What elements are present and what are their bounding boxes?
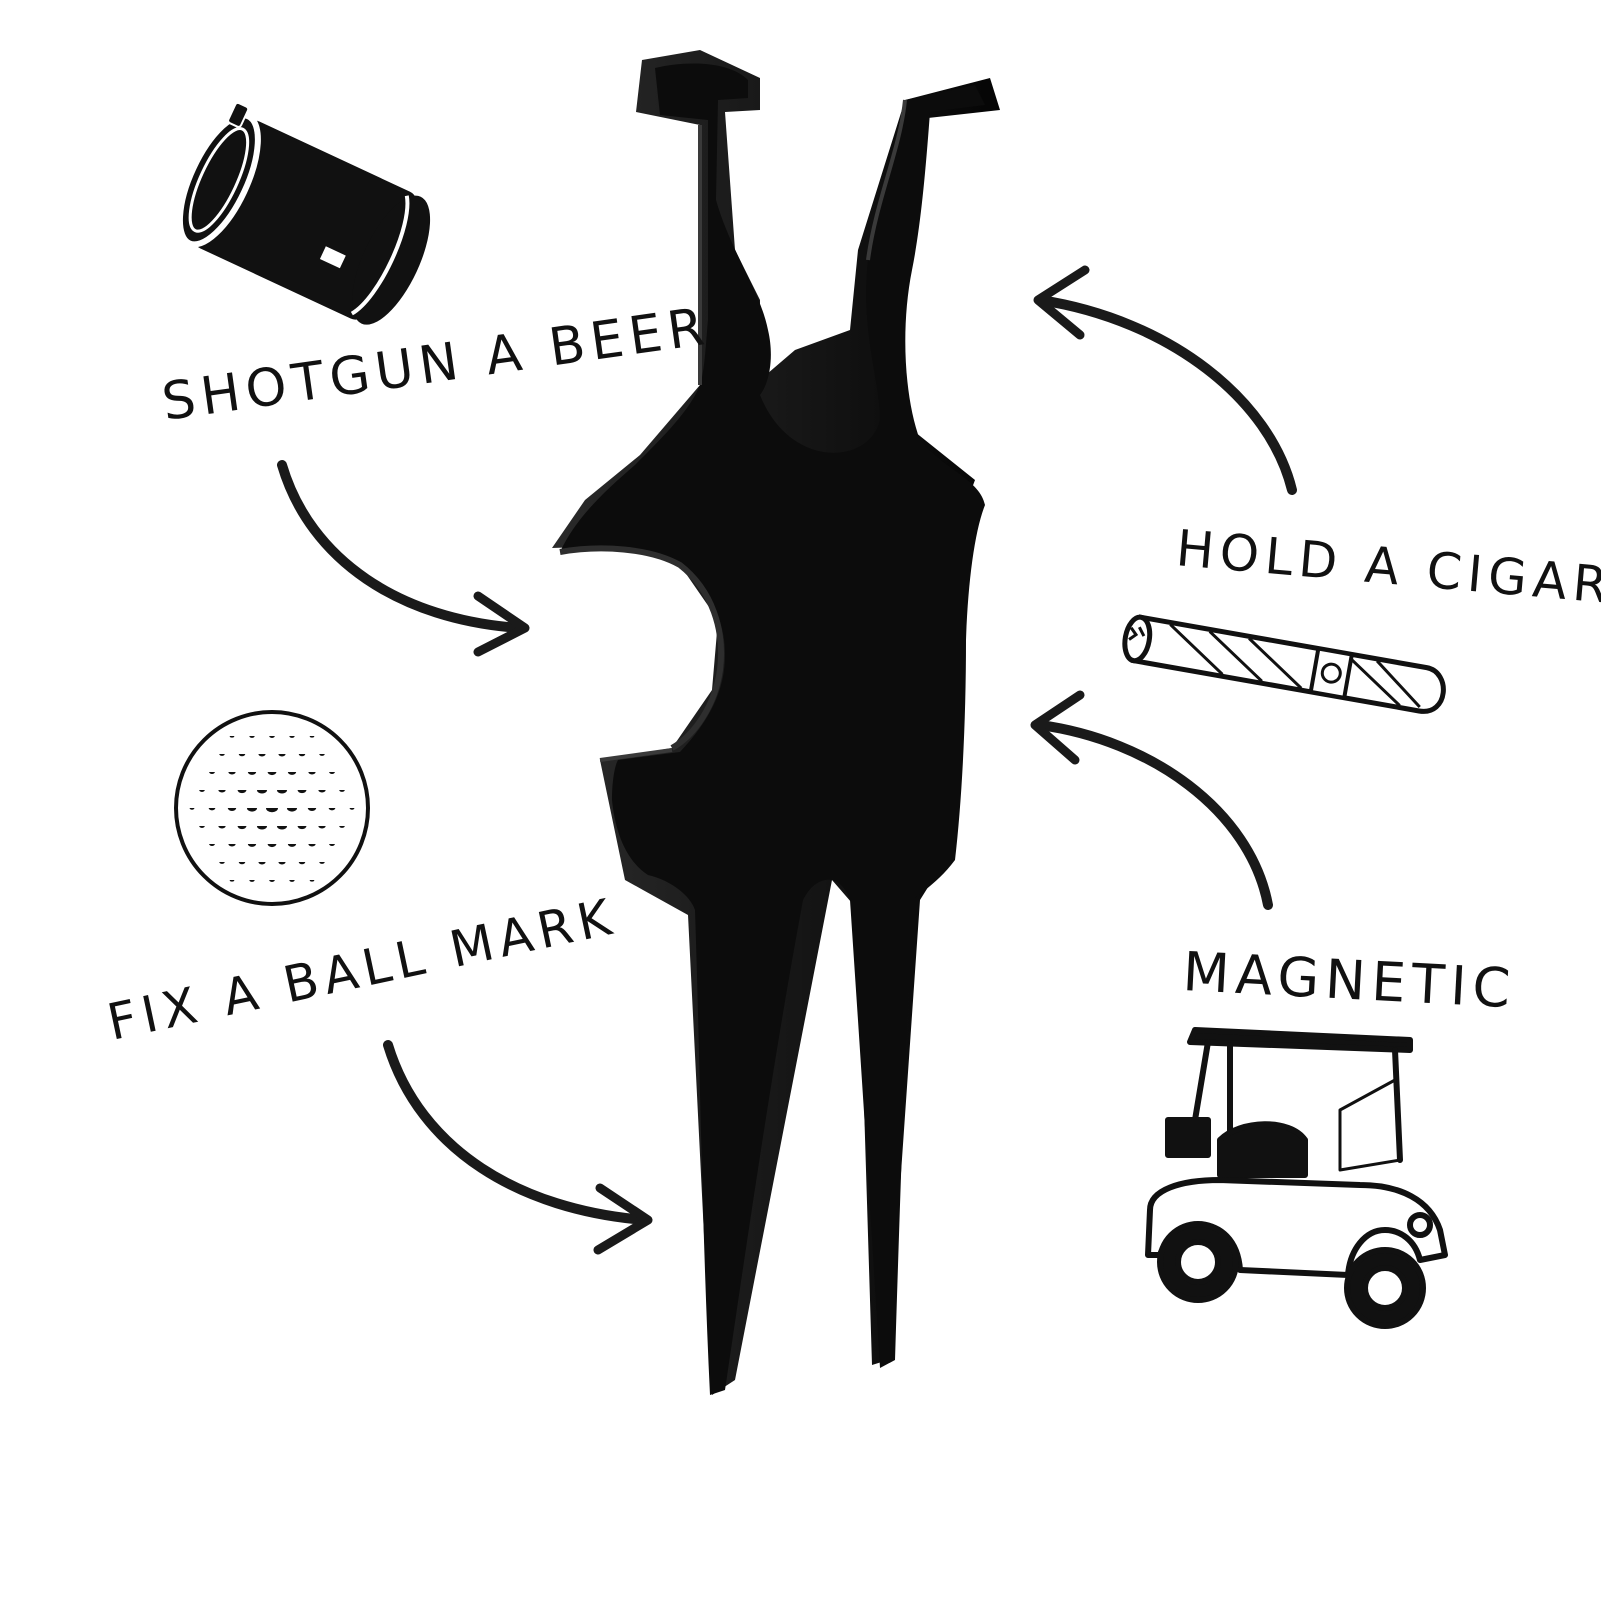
golf-ball-dimple	[328, 808, 336, 811]
cigar-icon	[1122, 614, 1446, 714]
golf-ball-dimple	[258, 862, 266, 865]
golf-ball-dimple	[208, 808, 216, 811]
golf-ball-dimple	[218, 826, 226, 829]
golf-ball-dimple	[308, 844, 316, 847]
golf-ball-dimple	[209, 844, 215, 847]
divot-tool-highlight	[599, 99, 907, 762]
golf-ball-dimple	[276, 790, 288, 794]
divot-tool-face	[560, 63, 985, 1395]
golf-ball-icon	[174, 710, 370, 906]
golf-ball-dimple	[229, 880, 235, 882]
golf-ball-dimple	[227, 808, 237, 811]
golf-ball-dimple	[329, 772, 335, 775]
golf-ball-dimple	[247, 844, 257, 847]
golf-ball-dimple	[219, 862, 225, 864]
arrow-cigar	[1033, 265, 1297, 495]
golf-ball-dimple	[319, 862, 325, 864]
divot-tool	[552, 50, 1000, 1395]
golf-ball-dimple	[246, 808, 258, 812]
golf-ball-dimple	[199, 826, 205, 828]
golf-ball-dimple	[269, 880, 275, 882]
golf-ball-dimple	[238, 862, 246, 865]
golf-ball-dimple	[298, 862, 306, 865]
golf-ball-dimple	[319, 754, 325, 756]
golf-ball-dimple	[278, 754, 286, 757]
golf-ball-dimple	[289, 880, 295, 882]
golf-ball-dimple	[309, 736, 315, 738]
arrow-ballmark	[383, 1040, 653, 1255]
golf-ball-dimple	[267, 772, 277, 776]
golf-ball-dimple	[256, 790, 268, 794]
golf-ball-dimple	[249, 736, 255, 738]
golf-cart-icon	[1145, 1027, 1448, 1329]
golf-ball-dimple	[247, 772, 257, 775]
golf-ball-dimple	[289, 736, 295, 738]
golf-ball-dimple	[256, 826, 268, 830]
golf-ball-dimple	[307, 808, 317, 811]
golf-ball-dimple	[238, 754, 246, 757]
golf-ball-dimple	[267, 844, 277, 848]
golf-ball-dimple	[329, 844, 335, 847]
golf-ball-dimple	[309, 880, 315, 882]
arrow-magnetic	[1030, 690, 1273, 910]
golf-ball-dimple	[278, 862, 286, 865]
arrow-shotgun	[277, 460, 530, 657]
golf-ball-dimple	[218, 790, 226, 793]
golf-ball-dimple	[209, 772, 215, 775]
beer-can-icon	[176, 101, 431, 325]
label-hold-a-cigar: HOLD A CIGAR	[1174, 519, 1601, 615]
golf-ball-dimple	[308, 772, 316, 775]
label-magnetic: MAGNETIC	[1181, 940, 1517, 1020]
golf-ball-dimple	[349, 808, 355, 810]
golf-ball-dimple	[269, 736, 275, 738]
golf-ball-dimple	[219, 754, 225, 756]
golf-ball-dimple	[228, 772, 236, 775]
golf-ball-dimple	[318, 790, 326, 793]
label-fix-a-ball-mark: FIX A BALL MARK	[102, 887, 621, 1052]
golf-ball-dimple	[249, 880, 255, 882]
golf-ball-dimple	[286, 808, 298, 812]
golf-ball-dimple	[339, 826, 345, 828]
golf-ball-dimple	[228, 844, 236, 847]
golf-ball-dimple	[318, 826, 326, 829]
golf-ball-dimple	[297, 826, 307, 830]
golf-ball-dimple	[266, 808, 278, 813]
golf-ball-dimple	[339, 790, 345, 792]
golf-ball-dimple	[189, 808, 195, 810]
label-shotgun-a-beer: SHOTGUN A BEER	[158, 297, 713, 433]
golf-ball-dimple	[258, 754, 266, 757]
golf-ball-dimple	[287, 844, 297, 847]
golf-ball-dimple	[287, 772, 297, 775]
divot-tool-opener-highlight	[559, 545, 724, 751]
golf-ball-dimple	[237, 826, 247, 830]
golf-ball-dimple	[297, 790, 307, 794]
golf-ball-dimple	[276, 826, 288, 830]
golf-ball-dimple	[199, 790, 205, 792]
golf-ball-dimple	[298, 754, 306, 757]
golf-ball-dimple	[229, 736, 235, 738]
golf-ball-dimple	[237, 790, 247, 794]
